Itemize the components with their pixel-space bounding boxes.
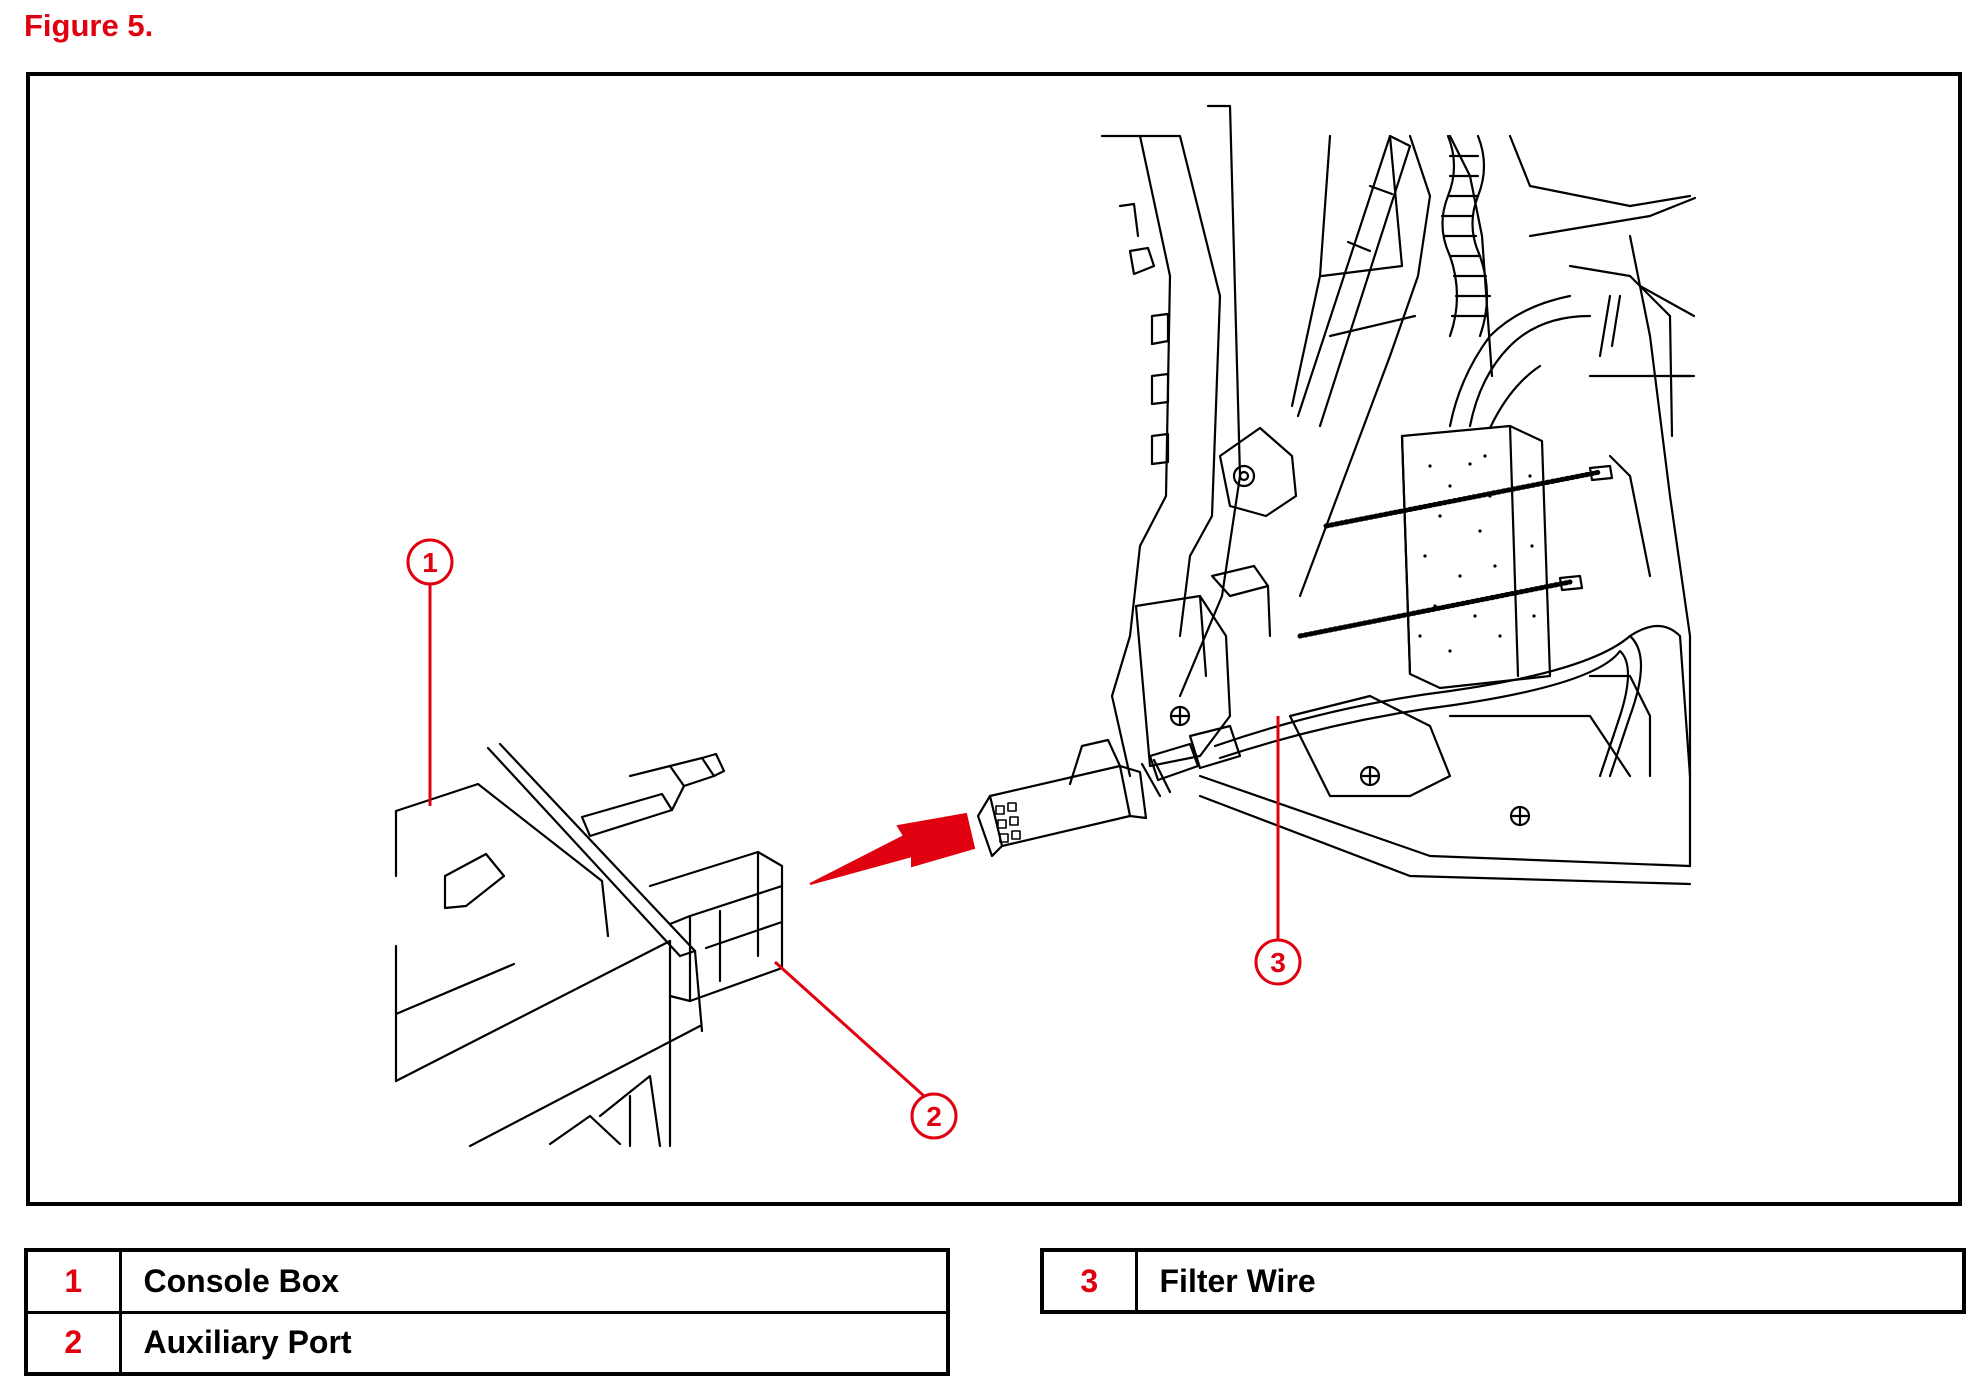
legend-row: 1 Console Box bbox=[24, 1248, 950, 1314]
installation-illustration: 1 2 3 bbox=[394, 104, 1697, 1148]
legend-row: 2 Auxiliary Port bbox=[24, 1310, 950, 1376]
legend-label: Auxiliary Port bbox=[118, 1310, 950, 1376]
legend-row: 3 Filter Wire bbox=[1040, 1248, 1966, 1314]
figure-title: Figure 5. bbox=[24, 8, 154, 43]
callout-2-number: 2 bbox=[926, 1101, 942, 1132]
direction-arrow bbox=[809, 812, 976, 885]
legend-table-left: 1 Console Box 2 Auxiliary Port bbox=[24, 1248, 950, 1376]
legend-label: Console Box bbox=[118, 1248, 950, 1314]
legend-table-right: 3 Filter Wire bbox=[1040, 1248, 1966, 1314]
callout-3: 3 bbox=[1254, 716, 1302, 986]
callout-1-number: 1 bbox=[422, 547, 438, 578]
callout-2: 2 bbox=[773, 960, 958, 1140]
callout-1: 1 bbox=[406, 538, 454, 806]
callout-3-number: 3 bbox=[1270, 947, 1286, 978]
legend-number: 1 bbox=[24, 1248, 122, 1314]
legend-label: Filter Wire bbox=[1134, 1248, 1966, 1314]
legend-number: 3 bbox=[1040, 1248, 1138, 1314]
vehicle-chassis bbox=[976, 104, 1697, 886]
diagram-frame: 1 2 3 bbox=[26, 72, 1962, 1206]
console-box bbox=[394, 742, 784, 1148]
legend-number: 2 bbox=[24, 1310, 122, 1376]
